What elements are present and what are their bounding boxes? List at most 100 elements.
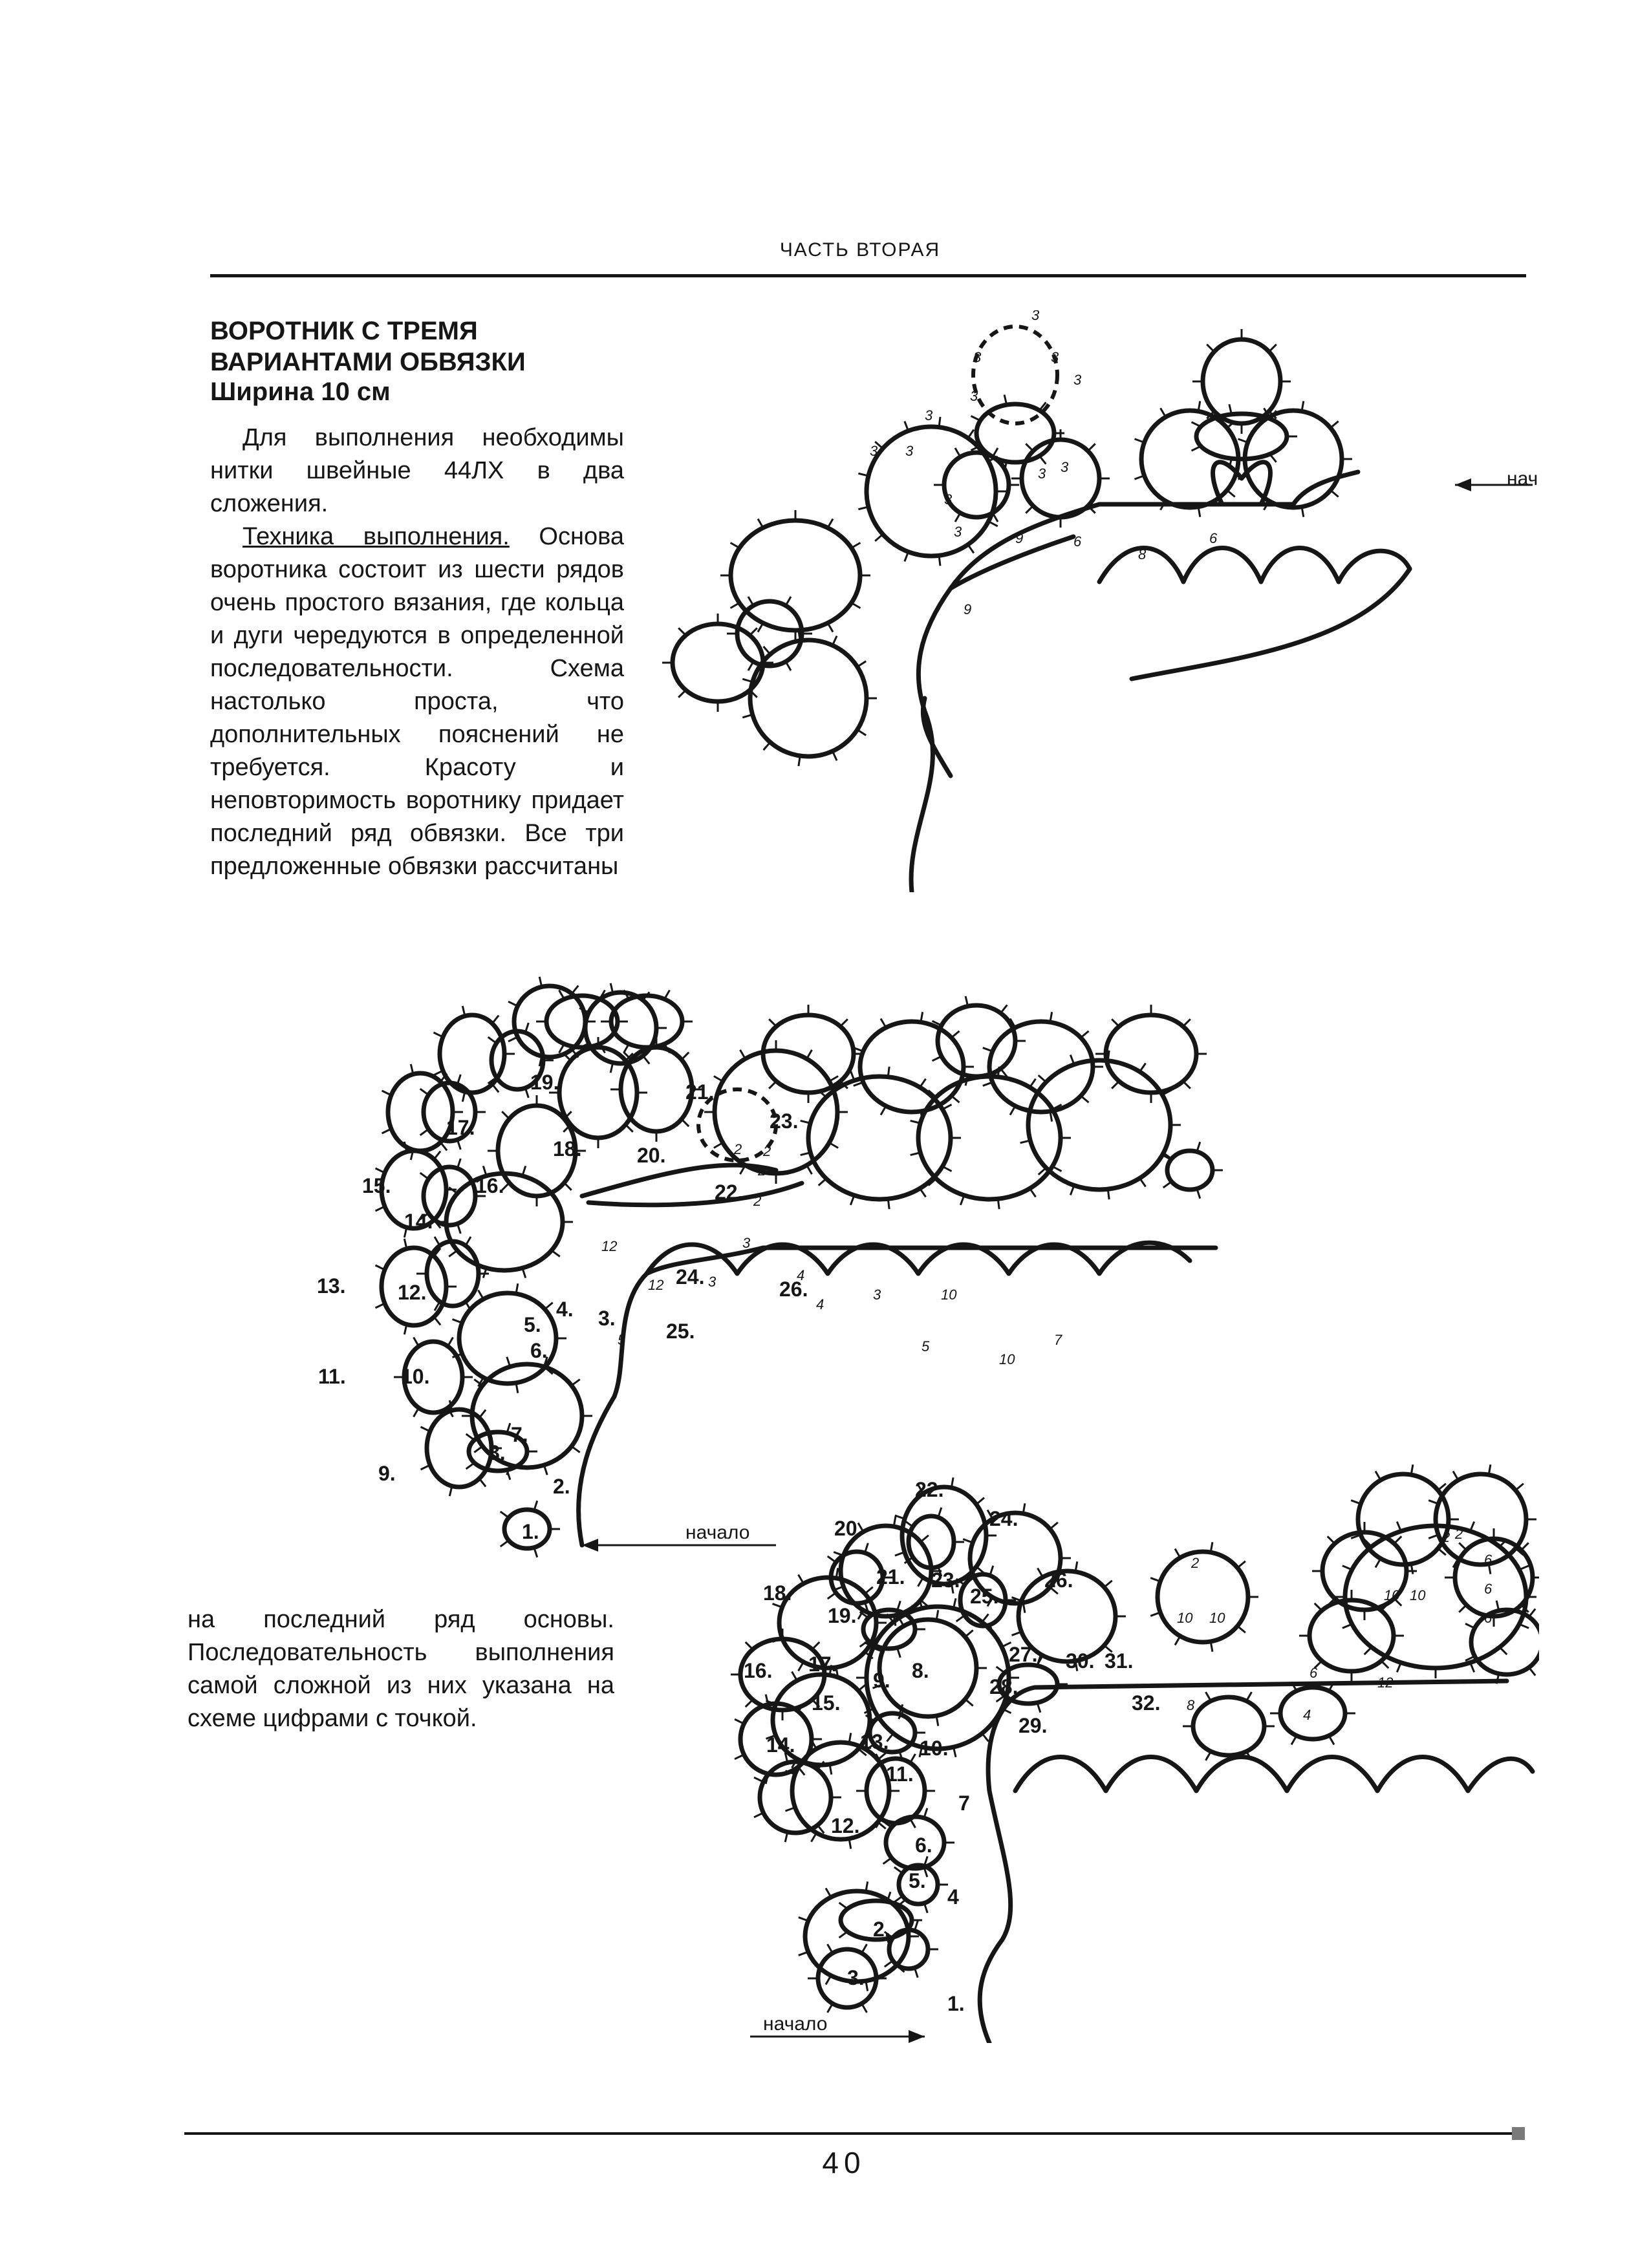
picot-mark [840, 1019, 847, 1026]
d2-step-25: 25. [666, 1320, 695, 1343]
picot-mark [758, 623, 763, 632]
picot-mark [998, 1067, 999, 1077]
d1-count-1: 3 [1051, 349, 1059, 365]
picot-mark [492, 1084, 499, 1093]
picot-mark [749, 628, 757, 635]
picot-mark [1029, 1188, 1035, 1197]
picot-mark [812, 1833, 817, 1842]
d3-step-11: 11. [886, 1762, 914, 1786]
d2-step-24: 24. [676, 1265, 704, 1289]
d3-step-23: 23. [931, 1568, 960, 1592]
picot-mark [1192, 446, 1201, 451]
d3-step-24: 24. [989, 1507, 1018, 1530]
d3-step-21: 21. [876, 1565, 905, 1589]
picot-mark [682, 1119, 689, 1126]
d1-count-16: 8 [1138, 546, 1147, 562]
tatting-diagram-1: нач 3 3 3 3 3 3 3 3 3 3 3 3 9 9 6 8 6 [647, 310, 1539, 892]
picot-mark [942, 1104, 951, 1109]
d2-step-19: 19. [530, 1071, 559, 1094]
d2-count-6: 2 [733, 1141, 742, 1157]
d3-step-12: 12. [831, 1814, 859, 1837]
picot-mark [1238, 1626, 1245, 1632]
d2-count-8: 2 [757, 1162, 766, 1179]
picot-mark [434, 1151, 440, 1160]
picot-mark [1375, 1471, 1381, 1481]
picot-mark [764, 647, 770, 654]
picot-mark [420, 1089, 429, 1095]
picot-mark [1238, 1561, 1245, 1568]
picot-mark [572, 1380, 580, 1385]
picot-mark [993, 513, 998, 522]
d3-step-17: 17. [808, 1653, 837, 1676]
d3-count-11: 10 [1410, 1587, 1426, 1603]
d2-count-9: 2 [753, 1193, 761, 1209]
picot-mark [678, 628, 685, 635]
picot-mark [786, 661, 791, 670]
picot-mark [852, 543, 861, 548]
picot-mark [857, 730, 866, 736]
d3-count-9: 2 [1454, 1526, 1463, 1542]
body-text-column-1: Для выполнения необходимы нитки швейные … [210, 422, 624, 883]
picot-mark [942, 1166, 951, 1171]
picot-mark [501, 1541, 509, 1546]
picot-mark [1375, 1559, 1381, 1568]
d1-count-5: 3 [1031, 310, 1040, 323]
d3-count-5: 8 [1187, 1697, 1195, 1713]
picot-mark [1112, 1081, 1119, 1088]
picot-mark [479, 1479, 486, 1487]
picot-mark [792, 1672, 797, 1681]
picot-mark [1139, 1178, 1145, 1186]
picot-mark [449, 1250, 457, 1256]
picot-mark [435, 1237, 440, 1246]
picot-mark [1175, 1549, 1180, 1558]
d3-count-3: 10 [1209, 1610, 1225, 1626]
d2-step-15: 15. [362, 1174, 391, 1197]
d1-count-15: 6 [1073, 533, 1082, 550]
d2-step-20: 20. [637, 1144, 665, 1167]
picot-mark [769, 1081, 776, 1088]
picot-mark [812, 1642, 819, 1649]
picot-mark [1088, 444, 1095, 451]
picot-mark [714, 1143, 723, 1148]
picot-mark [1364, 1647, 1372, 1654]
picot-mark [894, 1896, 903, 1902]
picot-mark [799, 1662, 804, 1671]
picot-mark [888, 1199, 889, 1209]
d1-count-2: 3 [1073, 372, 1082, 388]
d1-count-12: 3 [954, 524, 962, 540]
picot-mark [807, 1050, 812, 1059]
picot-mark [911, 1819, 916, 1828]
picot-mark [1029, 1079, 1035, 1087]
picot-mark [998, 1199, 999, 1209]
footer-rule-mark [1512, 2127, 1525, 2140]
d3-count-12: 6 [1484, 1552, 1493, 1568]
picot-mark [885, 1961, 893, 1967]
picot-mark [993, 448, 998, 457]
d2-step-3: 3. [598, 1307, 616, 1330]
d3-step-16: 16. [744, 1659, 772, 1682]
title-line-1: ВОРОТНИК С ТРЕМЯ [210, 316, 663, 347]
picot-mark [1163, 1182, 1172, 1188]
picot-mark [839, 1932, 848, 1938]
picot-mark [865, 1587, 872, 1594]
picot-mark [466, 1463, 475, 1469]
d2-step-18: 18. [553, 1137, 581, 1161]
d2-count-14: 5 [921, 1338, 930, 1354]
picot-mark [440, 1142, 447, 1151]
d1-count-3: 3 [973, 349, 982, 365]
d3-step-25: 25. [970, 1585, 998, 1608]
picot-mark [828, 1556, 836, 1562]
picot-mark [678, 690, 685, 697]
picot-mark [828, 1593, 836, 1599]
d1-count-7: 3 [870, 443, 878, 459]
picot-mark [1207, 345, 1214, 352]
d1-count-8: 3 [905, 443, 914, 459]
picot-mark [1108, 1051, 1109, 1061]
d1-count-6: 3 [925, 407, 933, 423]
d1-count-11: 3 [1038, 465, 1046, 482]
d2-count-10: 4 [797, 1267, 804, 1283]
picot-mark [829, 1076, 838, 1082]
picot-mark [1329, 1736, 1334, 1745]
d2-count-4: 3 [708, 1274, 717, 1290]
d1-count-9: 3 [944, 491, 953, 508]
